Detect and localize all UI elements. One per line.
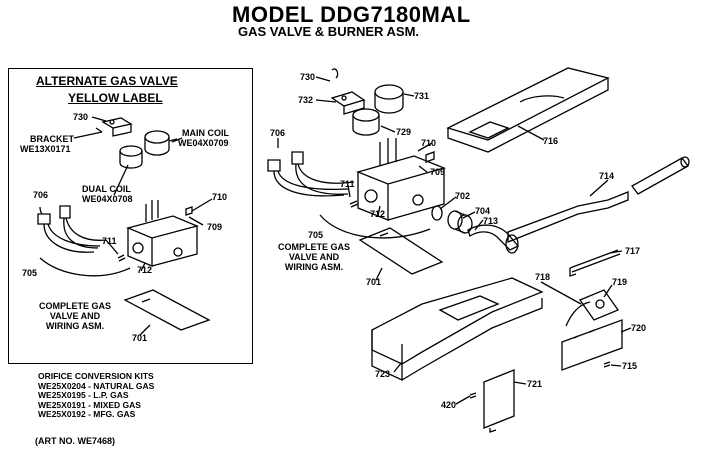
inset-complete-line-2: VALVE AND	[49, 311, 101, 321]
callout-721: 721	[527, 379, 543, 389]
main-pipe-drawing	[632, 157, 689, 194]
main-bracket-drawing	[332, 69, 364, 114]
main-coil-label: MAIN COIL	[182, 128, 229, 138]
orifice-conversion-kits: ORIFICE CONVERSION KITS WE25X0204 - NATU…	[38, 371, 155, 420]
main-plate-drawing	[360, 228, 442, 274]
callout-inset-706: 706	[33, 190, 49, 200]
main-shield-drawing	[484, 370, 514, 432]
callout-706: 706	[270, 128, 286, 138]
inset-dual-coil-drawing	[120, 146, 142, 168]
main-coil-part-number: WE04X0709	[178, 138, 229, 148]
callout-inset-730: 730	[73, 112, 89, 122]
callout-729: 729	[396, 127, 412, 137]
callout-709: 709	[430, 167, 446, 177]
callout-720: 720	[631, 323, 647, 333]
callout-723: 723	[375, 369, 391, 379]
callout-712: 712	[370, 209, 386, 219]
dual-coil-part-number: WE04X0708	[82, 194, 133, 204]
main-burner-base-drawing	[372, 278, 542, 380]
kit-item: WE25X0192 - MFG. GAS	[38, 409, 136, 420]
model-title: MODEL DDG7180MAL	[232, 2, 471, 27]
callout-inset-709: 709	[207, 222, 223, 232]
callout-717: 717	[625, 246, 641, 256]
main-pin-drawing	[570, 250, 620, 276]
callout-711: 711	[340, 179, 355, 189]
inset-title-2: YELLOW LABEL	[68, 91, 163, 105]
main-complete-line-2: VALVE AND	[288, 252, 340, 262]
main-fittings-drawing	[432, 206, 472, 233]
inset-wiring-harness-drawing	[38, 206, 106, 252]
callout-715: 715	[622, 361, 638, 371]
main-tube-drawing	[508, 192, 628, 242]
inset-complete-line-3: WIRING ASM.	[45, 321, 105, 331]
callout-705: 705	[308, 230, 324, 240]
kit-item: WE25X0191 - MIXED GAS	[38, 399, 141, 410]
main-burner-drawing	[448, 68, 608, 152]
callout-704: 704	[475, 206, 491, 216]
inset-title-1: ALTERNATE GAS VALVE	[36, 74, 178, 88]
callout-719: 719	[612, 277, 628, 287]
main-wiring-harness-drawing	[268, 152, 354, 196]
inset-main-coil-drawing	[145, 131, 177, 155]
main-bracket-720-drawing	[562, 320, 622, 370]
kits-heading: ORIFICE CONVERSION KITS	[38, 371, 154, 381]
callout-732: 732	[298, 95, 314, 105]
callout-inset-712: 712	[137, 265, 153, 275]
main-valve-body-drawing	[358, 138, 444, 220]
kit-item: WE25X0195 - L.P. GAS	[38, 390, 129, 401]
callout-716: 716	[543, 136, 559, 146]
callout-inset-711: 711	[102, 236, 117, 246]
main-complete-line-3: WIRING ASM.	[284, 262, 344, 272]
bracket-part-number: WE13X0171	[20, 144, 71, 154]
art-number: (ART NO. WE7468)	[35, 436, 116, 446]
inset-valve-body-drawing	[128, 200, 197, 266]
callout-inset-705: 705	[22, 268, 38, 278]
assembly-subtitle: GAS VALVE & BURNER ASM.	[238, 24, 420, 39]
callout-702: 702	[455, 191, 471, 201]
callout-420: 420	[441, 400, 457, 410]
inset-plate-drawing	[125, 290, 209, 330]
callout-701: 701	[366, 277, 382, 287]
main-coil-729-drawing	[353, 109, 379, 135]
callout-714: 714	[599, 171, 615, 181]
kit-item: WE25X0204 - NATURAL GAS	[38, 380, 155, 391]
callout-718: 718	[535, 272, 551, 282]
callout-713: 713	[483, 216, 499, 226]
callout-inset-701: 701	[132, 333, 148, 343]
main-igniter-drawing	[566, 290, 618, 326]
callout-731: 731	[414, 91, 430, 101]
callout-inset-710: 710	[212, 192, 228, 202]
alternate-valve-inset	[8, 68, 253, 364]
main-complete-line-1: COMPLETE GAS	[277, 242, 351, 252]
main-coil-731-drawing	[375, 85, 403, 113]
inset-bracket-drawing	[96, 118, 131, 136]
callout-730: 730	[300, 72, 316, 82]
dual-coil-label: DUAL COIL	[82, 184, 131, 194]
bracket-label: BRACKET	[30, 134, 74, 144]
callout-710: 710	[421, 138, 437, 148]
inset-complete-line-1: COMPLETE GAS	[38, 301, 112, 311]
